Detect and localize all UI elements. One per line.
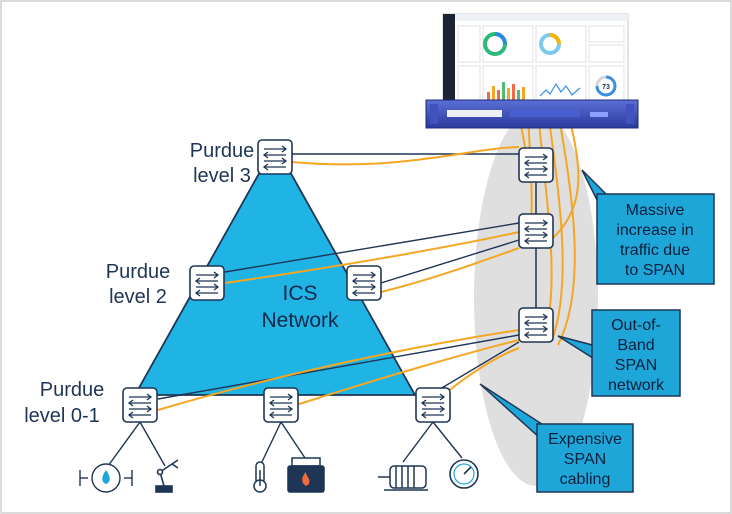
water-meter-icon	[79, 463, 133, 493]
switch-level-2-left	[189, 265, 225, 301]
callout-cabling-line3: cabling	[560, 471, 611, 488]
switch-level-01-right	[415, 387, 451, 423]
label-level-2-line1: Purdue	[106, 261, 171, 283]
ics-network-label-line1: ICS	[282, 282, 317, 305]
field-device-links	[107, 421, 463, 467]
callout-oob-line2: Band	[617, 337, 654, 354]
switch-level-3	[257, 139, 293, 175]
label-level-3-line2: level 3	[193, 165, 251, 187]
network-links	[157, 153, 520, 400]
thermometer-icon	[253, 461, 267, 493]
callout-massive-line3: traffic due	[620, 242, 690, 259]
callout-massive-line2: increase in	[616, 222, 693, 239]
motor-icon	[378, 465, 428, 491]
label-level-3-line1: Purdue	[190, 140, 255, 162]
pressure-gauge-icon	[449, 459, 479, 489]
oob-switch-middle	[518, 213, 554, 249]
callout-oob-line4: network	[608, 377, 665, 394]
callout-oob-line1: Out-of-	[611, 317, 661, 334]
robot-arm-icon	[155, 459, 179, 493]
label-level-2-line2: level 2	[109, 286, 167, 308]
oob-switch-top	[518, 147, 554, 183]
callout-massive-line4: to SPAN	[625, 262, 685, 279]
callout-cabling-line1: Expensive	[548, 431, 622, 448]
label-level-01-line2: level 0-1	[24, 405, 100, 427]
callout-oob-network: Out-of- Band SPAN network	[591, 309, 681, 397]
label-level-01-line1: Purdue	[40, 379, 105, 401]
dashboard-gauge-value: 73	[602, 84, 610, 91]
switch-level-2-right	[346, 265, 382, 301]
switch-level-01-center	[263, 387, 299, 423]
callout-oob-line3: SPAN	[615, 357, 657, 374]
callout-massive-line1: Massive	[626, 202, 685, 219]
switch-level-01-left	[122, 387, 158, 423]
ics-network-label-line2: Network	[261, 309, 339, 332]
callout-cabling-line2: SPAN	[564, 451, 606, 468]
callout-massive-traffic: Massive increase in traffic due to SPAN	[596, 193, 715, 285]
monitoring-dashboard: 73	[425, 13, 639, 129]
boiler-icon	[287, 457, 325, 493]
callout-expensive-cabling: Expensive SPAN cabling	[536, 423, 634, 493]
oob-switch-bottom	[518, 307, 554, 343]
